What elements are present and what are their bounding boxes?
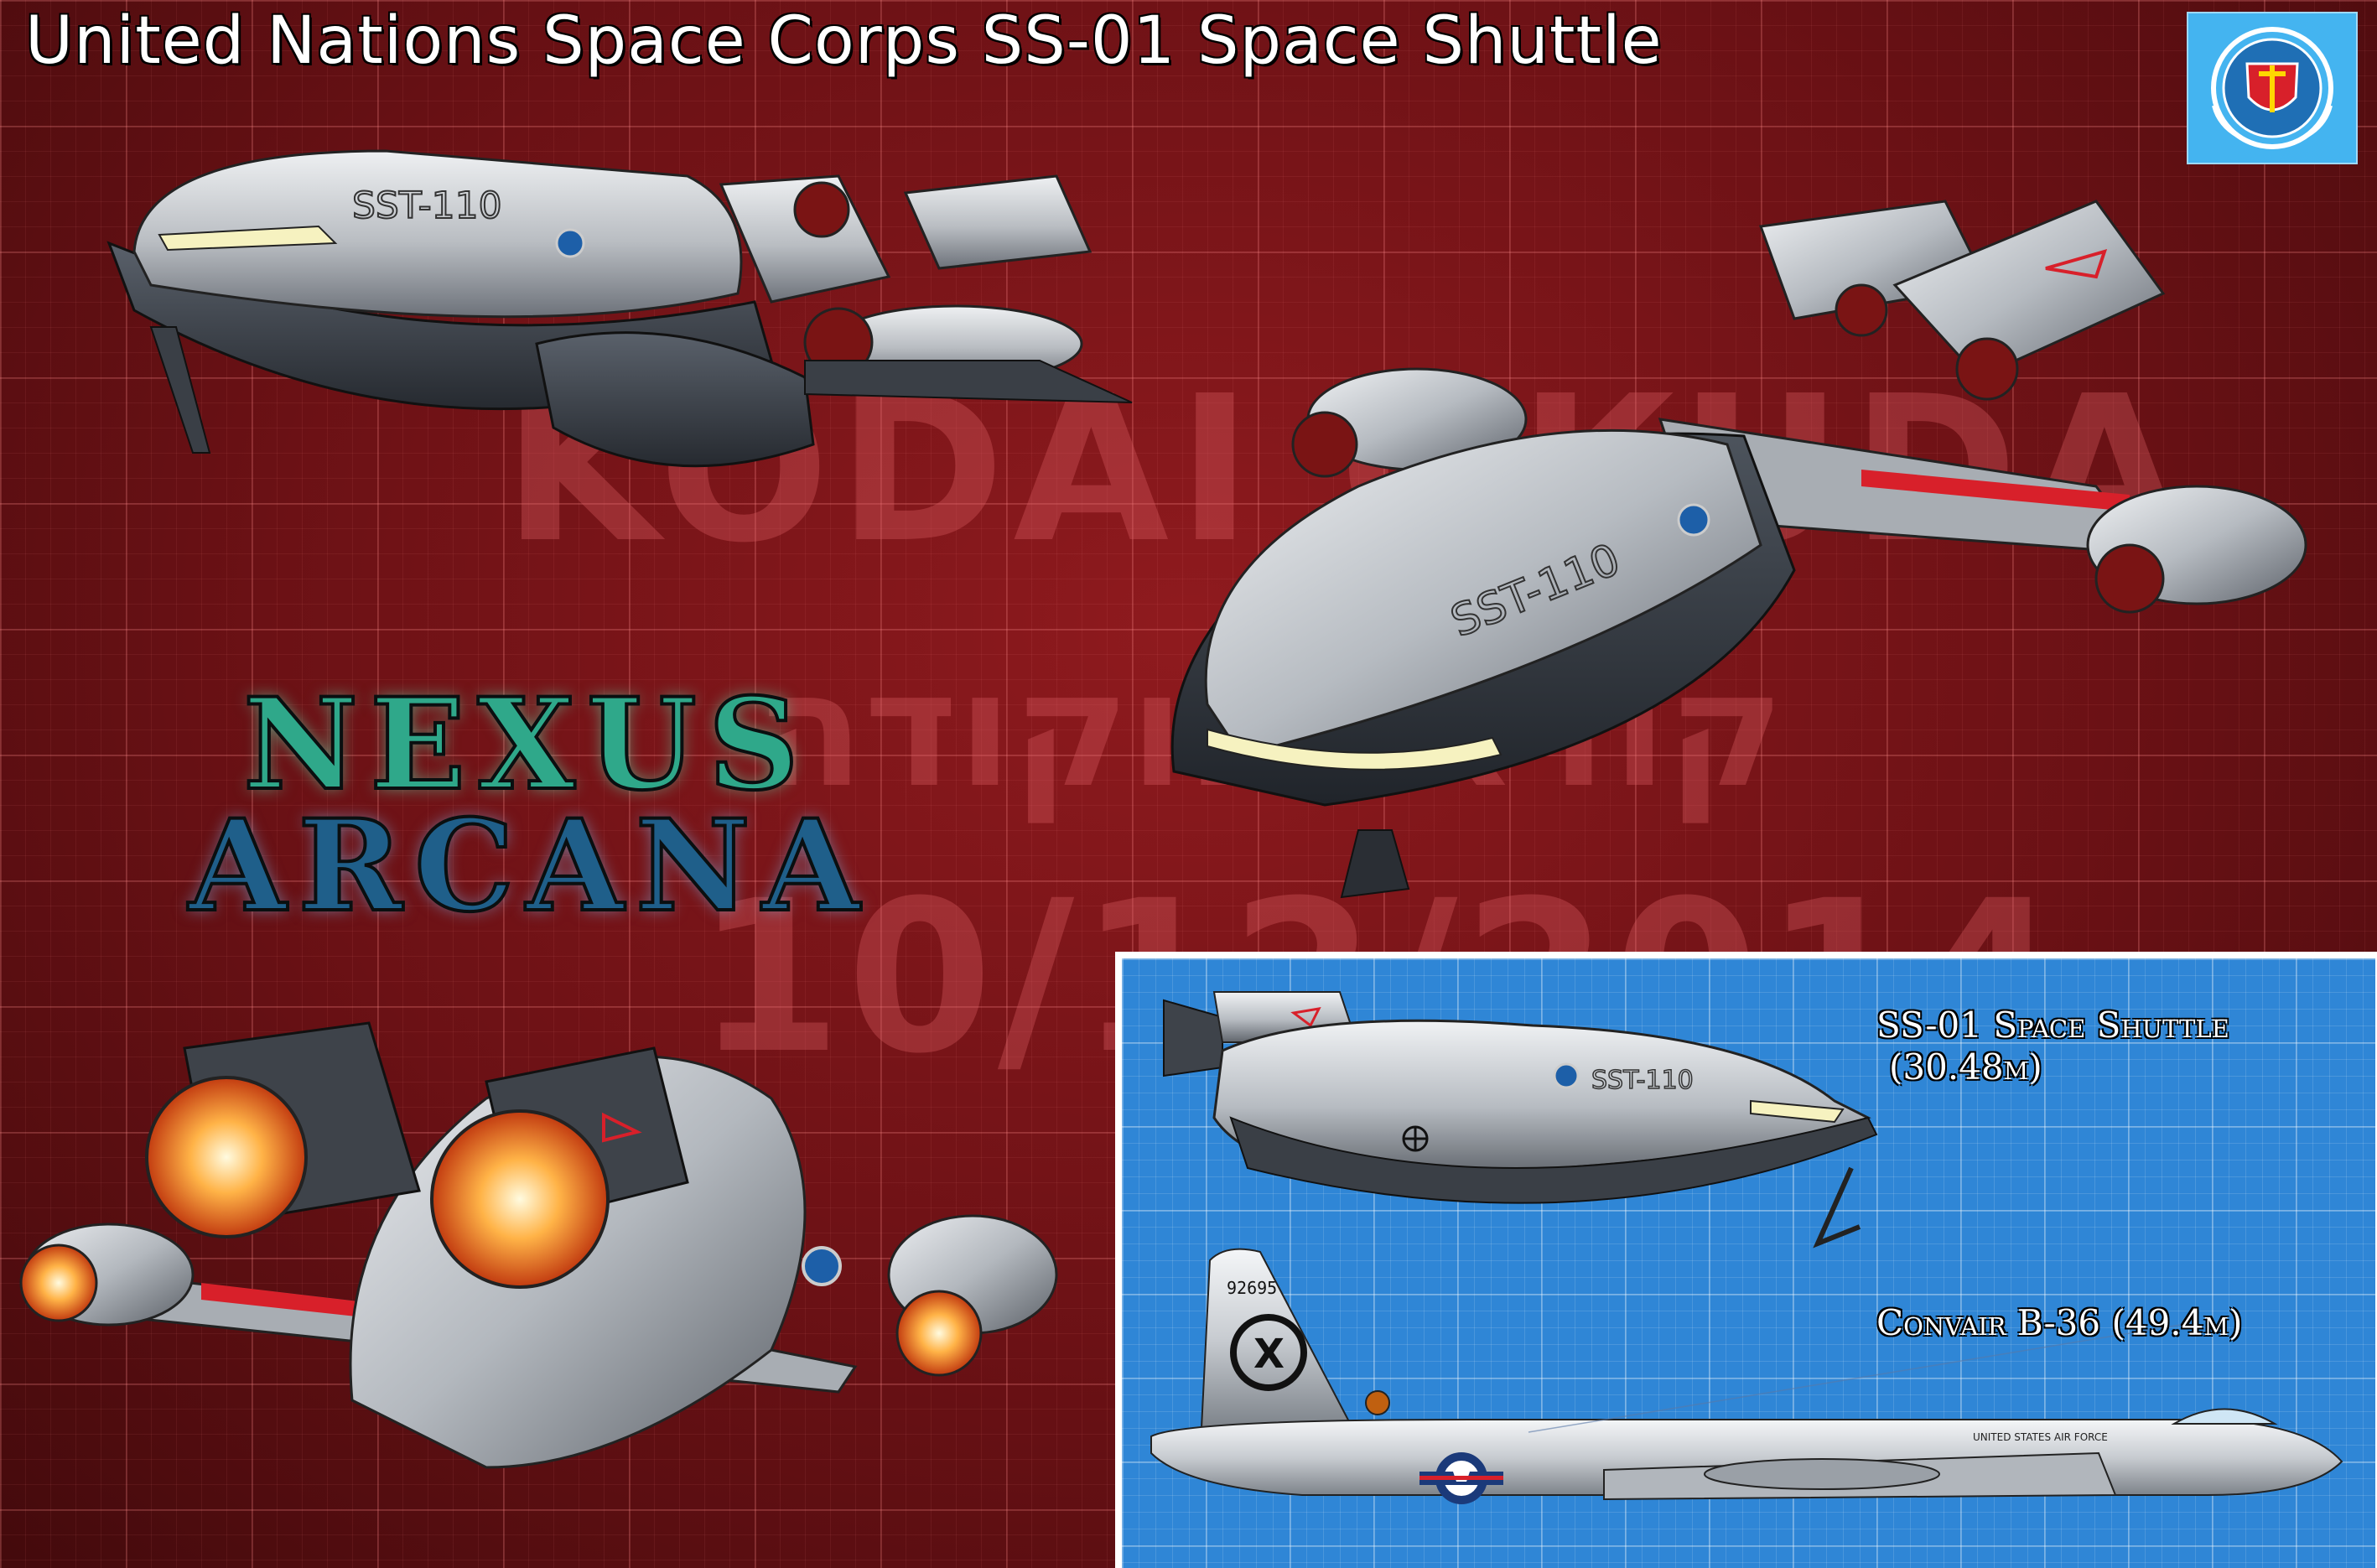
tail-letter: X [1253, 1331, 1285, 1378]
shuttle-side-profile: SST-110 [1163, 991, 1878, 1249]
logo-arcana: ARCANA [187, 791, 872, 942]
fuselage-text: UNITED STATES AIR FORCE [1973, 1431, 2108, 1443]
hull-code-top-left: SST-110 [352, 184, 502, 227]
hull-code-side: SST-110 [1591, 1066, 1694, 1095]
page-title: United Nations Space Corps SS-01 Space S… [25, 3, 1663, 79]
un-space-corps-emblem-icon [2187, 12, 2358, 164]
shuttle-view-rear [19, 1021, 1058, 1469]
tail-number: 92695 [1227, 1278, 1277, 1298]
size-comparison-panel: SST-110 SS-01 Space Shuttle (30.48m) 926… [1115, 952, 2377, 1568]
label-b36: Convair B-36 (49.4m) [1876, 1302, 2243, 1343]
logo-nexus: NEXUS [241, 669, 811, 820]
shuttle-view-top-left: SST-110 [106, 149, 1133, 468]
label-ss01-length: (30.48m) [1889, 1046, 2042, 1088]
shuttle-view-main: SST-110 [1170, 200, 2307, 899]
b36-side-profile: 92695 X UNITED STATES AIR FORCE [1150, 1248, 2343, 1504]
label-ss01: SS-01 Space Shuttle [1876, 1005, 2229, 1046]
